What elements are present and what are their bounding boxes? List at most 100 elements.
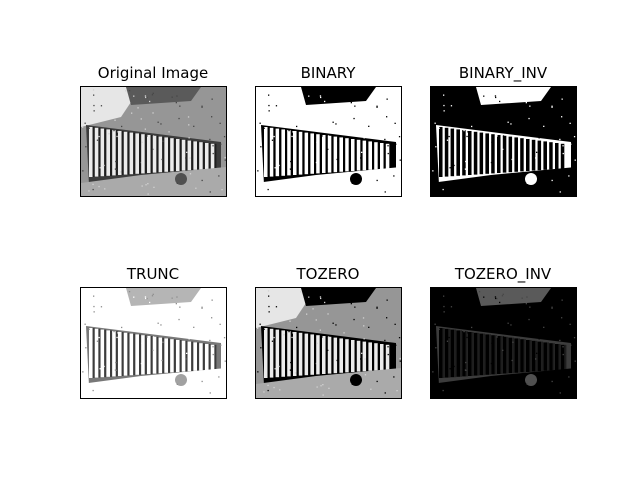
key-gap [348,339,351,373]
speckle [96,340,99,342]
speckle [501,94,504,96]
key-gap [208,143,211,169]
speckle [570,344,572,346]
speckle [308,296,310,298]
speckle [462,331,464,333]
key [141,134,145,174]
speckle [188,325,190,327]
speckle [99,368,101,370]
key [444,127,449,177]
key [531,340,536,372]
speckle [395,344,397,346]
key [339,338,343,373]
key-gap [98,328,101,378]
speckle [171,96,173,98]
speckle [336,158,338,161]
speckle [495,385,497,387]
speckle [168,332,170,334]
speckle [343,131,345,133]
speckle [562,353,564,356]
wall-highlight [256,288,316,328]
binary-inv-image [430,86,577,197]
speckle [496,135,498,137]
speckle [503,387,505,389]
speckle [464,119,466,121]
speckle [147,193,149,195]
speckle [386,116,388,118]
key-gap [529,139,532,171]
key-gap [214,143,217,169]
speckle [470,171,472,173]
speckle [115,160,117,163]
speckle [396,390,398,392]
key-gap [191,140,194,171]
speckle [351,296,353,298]
speckle [146,96,148,99]
speckle [387,353,389,356]
speckle [394,323,396,325]
speckle [320,385,322,387]
speckle [354,306,356,308]
speckle [188,124,190,126]
wall-highlight [81,288,141,328]
speckle [114,168,117,170]
speckle [559,392,561,394]
key [333,136,338,173]
speckle [495,96,497,99]
speckle [442,183,444,185]
speckle [224,357,226,360]
speckle [562,145,564,147]
key-gap [535,340,538,372]
speckle [363,137,365,139]
speckle [133,296,135,298]
speckle [464,320,466,322]
floor [431,368,576,398]
speckle [543,125,545,127]
key [439,127,443,177]
speckle [491,342,493,344]
speckle [387,152,389,155]
key-gap [202,142,205,170]
top-shadow [301,288,376,306]
speckle [376,307,378,309]
speckle [322,394,324,396]
speckle [528,318,530,321]
speckle [384,191,386,193]
speckle [574,360,576,362]
speckle [93,110,95,112]
speckle [502,349,504,351]
speckle [257,170,259,172]
speckle [273,386,275,389]
key-gap [314,133,316,174]
speckle [502,293,504,295]
top-shadow [476,87,551,105]
key-gap [354,340,357,372]
key [310,133,314,174]
speckle [559,339,561,342]
speckle [376,105,378,107]
speckle [273,336,275,339]
speckle [179,306,181,308]
speckle [316,141,318,143]
key [170,339,174,373]
speckle [82,126,84,128]
speckle [536,352,538,354]
speckle [259,122,261,124]
key [555,143,559,169]
speckle [201,105,203,107]
speckle [144,329,146,331]
key [193,141,197,170]
speckle [271,139,274,141]
speckle [561,299,563,301]
speckle [376,380,378,383]
speckle [384,392,386,394]
speckle [497,183,499,185]
speckle [151,295,154,297]
speckle [386,317,388,319]
speckle [145,297,147,300]
speckle [211,317,213,319]
key [327,336,332,374]
key [439,328,443,378]
speckle [224,360,226,362]
speckle [267,290,270,292]
